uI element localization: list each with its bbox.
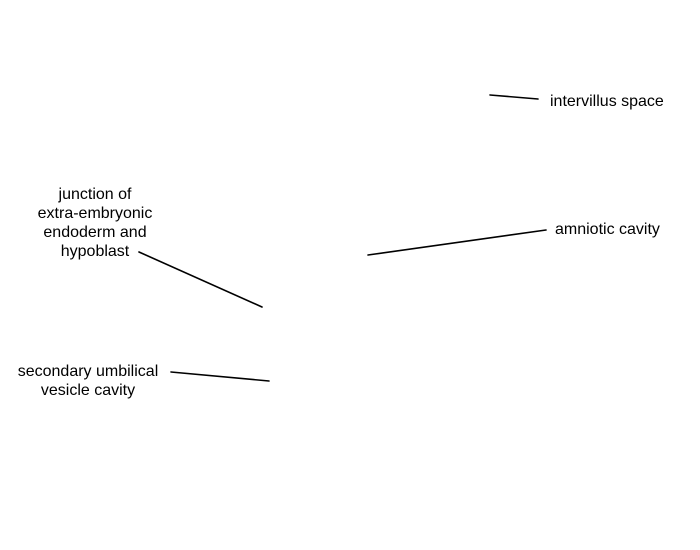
leader-line-amniotic-cavity — [367, 229, 547, 256]
label-secondary-umbilical-vesicle-cavity: secondary umbilical vesicle cavity — [17, 363, 159, 399]
leader-line-intervillus-space — [489, 94, 539, 100]
label-intervillus-space: intervillus space — [550, 93, 664, 110]
label-amniotic-cavity: amniotic cavity — [555, 221, 660, 238]
leader-line-junction — [138, 251, 263, 308]
leader-line-secondary-umbilical-vesicle — [170, 371, 270, 382]
label-junction-endoderm-hypoblast: junction of extra-embryonic endoderm and… — [37, 186, 153, 260]
